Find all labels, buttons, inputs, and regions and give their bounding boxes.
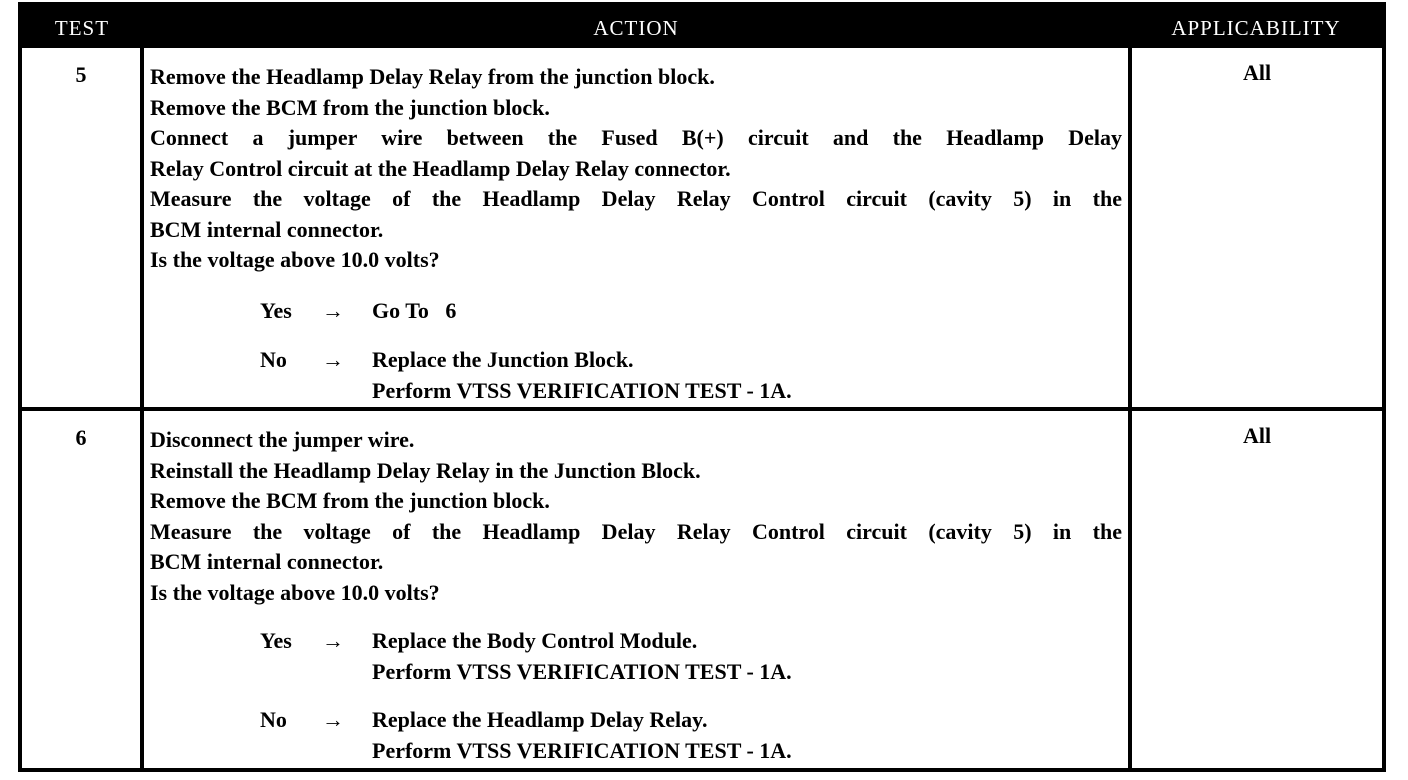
result-line: Replace the Junction Block. [372,347,634,372]
action-step: BCM internal connector. [150,216,384,242]
action-step: Reinstall the Headlamp Delay Relay in th… [150,457,701,483]
result-line: Perform VTSS VERIFICATION TEST - 1A. [372,737,792,763]
no-branch: No → Replace the Headlamp Delay Relay. P… [260,705,1122,766]
header-action: ACTION [593,16,679,40]
yes-result: Go To 6 [372,296,1122,327]
test-number: 5 [75,62,87,87]
header-test: TEST [54,16,110,40]
action-step: Disconnect the jumper wire. [150,427,415,452]
yes-branch: Yes → Go To 6 [260,296,1122,327]
action-step: Measure the voltage of the Headlamp Dela… [150,518,1122,544]
no-label: No [260,707,287,732]
action-cell: Remove the Headlamp Delay Relay from the… [150,62,1122,406]
action-step: Remove the BCM from the junction block. [150,94,550,120]
test-number: 6 [75,425,87,450]
no-label: No [260,347,287,372]
action-step: Measure the voltage of the Headlamp Dela… [150,186,1122,211]
arrow-right-icon: → [322,347,344,372]
result-line: Replace the Headlamp Delay Relay. [372,707,708,732]
action-step: Remove the BCM from the junction block. [150,488,550,513]
result-line: Perform VTSS VERIFICATION TEST - 1A. [372,377,792,403]
action-cell: Disconnect the jumper wire. Reinstall th… [150,425,1122,766]
arrow-right-icon: → [322,628,344,653]
yes-result: Replace the Body Control Module. Perform… [372,626,1122,687]
yes-branch: Yes → Replace the Body Control Module. P… [260,626,1122,687]
action-step: Relay Control circuit at the Headlamp De… [150,155,731,181]
applicability-cell: All [1242,423,1272,448]
arrow-right-icon: → [322,297,344,323]
no-result: Replace the Junction Block. Perform VTSS… [372,345,1122,406]
action-step: BCM internal connector. [150,549,384,574]
applicability-cell: All [1242,60,1272,85]
row-divider [22,407,1382,411]
action-step: Connect a jumper wire between the Fused … [150,125,1122,150]
yes-label: Yes [260,628,292,653]
action-question: Is the voltage above 10.0 volts? [150,247,440,272]
action-step: Remove the Headlamp Delay Relay from the… [150,64,715,89]
no-branch: No → Replace the Junction Block. Perform… [260,345,1122,406]
result-line: Replace the Body Control Module. [372,628,698,653]
header-applicability: APPLICABILITY [1171,16,1341,40]
action-question: Is the voltage above 10.0 volts? [150,579,440,605]
table-row-test-6: 6 Disconnect the jumper wire. Reinstall … [22,411,1382,768]
yes-label: Yes [260,297,292,323]
result-line: Go To 6 [372,297,457,323]
arrow-right-icon: → [322,707,344,732]
table-row-test-5: 5 Remove the Headlamp Delay Relay from t… [22,48,1382,407]
result-line: Perform VTSS VERIFICATION TEST - 1A. [372,658,792,684]
diagnostic-test-table: TEST ACTION APPLICABILITY 5 Remove the H… [18,2,1386,772]
table-header: TEST ACTION APPLICABILITY [22,6,1382,48]
no-result: Replace the Headlamp Delay Relay. Perfor… [372,705,1122,766]
